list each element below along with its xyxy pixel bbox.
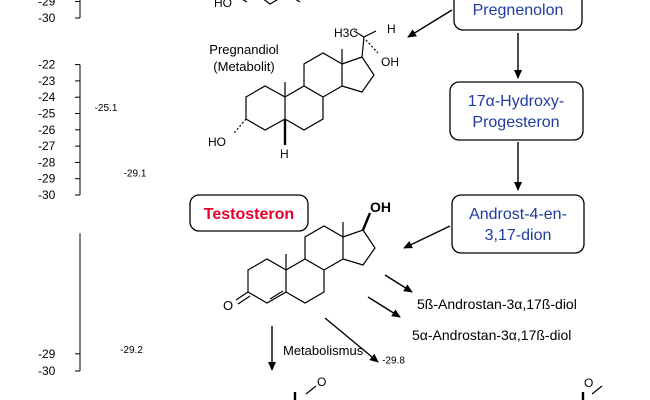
hydroxy-progesteron-box: 17α-Hydroxy- Progesteron [449, 81, 584, 141]
y-tick-label: -29 [38, 172, 56, 186]
pregnenolon-box: Pregnenolon [453, 0, 583, 31]
pregnandiol-ho-label: HO [208, 135, 226, 149]
side-chain-oh-label: OH [381, 55, 399, 69]
metabolite-o-label-1: O [317, 375, 326, 389]
y-tick-label: -29 [38, 347, 56, 361]
androstendion-box: Androst-4-en- 3,17-dion [451, 194, 585, 254]
androstendion-label-2: 3,17-dion [485, 227, 552, 244]
pregnenolon-structure-partial [242, 0, 301, 5]
y-tick-label: -26 [38, 123, 56, 137]
testosteron-box: Testosteron [189, 194, 309, 232]
pregnenolon-label: Pregnenolon [473, 2, 564, 19]
testosteron-o-label: O [223, 298, 233, 313]
y-tick-label: -30 [38, 188, 56, 202]
arrow-to-5beta-androstandiol [384, 274, 413, 293]
isotope-chart-testosteron: -30 -29 -28 -27 -26 -25 -24 -23 -22 -25.1 -29.1 [38, 58, 147, 202]
hydroxy-progesteron-label-2: Progesteron [472, 114, 559, 131]
pregnandiol-structure [233, 30, 379, 145]
h3c-label: H3C [334, 26, 358, 40]
y-tick-label: -27 [38, 139, 56, 153]
metabolismus-label: Metabolismus [283, 343, 364, 358]
metabolite-o-label-2: O [584, 376, 593, 390]
bar-value-label: -29.1 [124, 168, 147, 179]
y-tick-label: -24 [38, 90, 56, 104]
y-tick-label: -30 [38, 11, 56, 25]
y-tick-label: -28 [38, 155, 56, 169]
y-tick-label: -25 [38, 107, 56, 121]
testosteron-oh-label: OH [370, 199, 391, 215]
isotope-chart-pregnandiol: -30-29-28-27-26-25-24-23-22-24.2-24.0 [38, 0, 81, 25]
bar-value-label: -29.8 [382, 356, 405, 367]
y-tick-label: -29 [38, 0, 56, 9]
y-tick-label: -22 [38, 58, 56, 72]
isotope-chart-metabolite-right: -29.8 [382, 356, 405, 367]
pathway-arrows [268, 9, 522, 371]
androstandiol-5beta-label: 5ß-Androstan-3α,17ß-diol [417, 296, 577, 312]
y-tick-label: -30 [38, 364, 56, 378]
isotope-chart-metabolite-left: -30 -29 -29.2 [38, 233, 143, 378]
hydroxy-progesteron-label-1: 17α-Hydroxy- [468, 93, 564, 110]
arrow-to-5alpha-androstandiol [367, 296, 401, 318]
arrow-to-metabolite-right [324, 317, 379, 363]
arrow-androstendion-to-testosteron [403, 225, 451, 249]
y-tick-label: -23 [38, 74, 56, 88]
bar-value-label: -29.2 [120, 345, 143, 356]
testosteron-structure [235, 212, 376, 305]
androstendion-label-1: Androst-4-en- [469, 206, 567, 223]
ho-top-label: HO [214, 0, 232, 10]
androstandiol-5alpha-label: 5α-Androstan-3α,17ß-diol [412, 327, 571, 343]
pregnandiol-h-label: H [280, 147, 289, 161]
pregnandiol-label-2: (Metabolit) [213, 59, 274, 74]
arrow-pregnenolon-to-pregnandiol [407, 9, 453, 38]
pregnandiol-label-1: Pregnandiol [209, 42, 278, 57]
side-chain-h-label: H [387, 22, 396, 36]
metabolite-structures-partial [293, 385, 603, 400]
testosteron-label: Testosteron [204, 206, 294, 223]
bar-value-label: -25.1 [95, 103, 118, 114]
